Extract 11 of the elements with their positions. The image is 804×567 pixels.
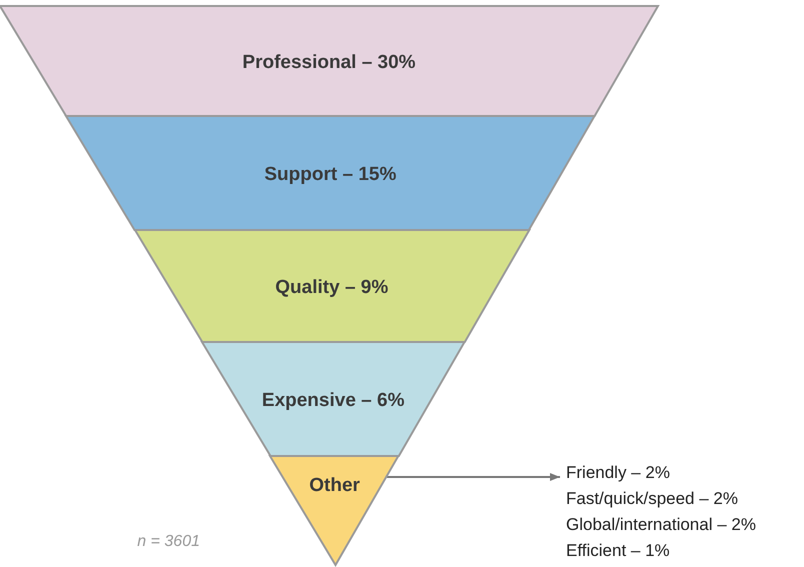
list-item: Fast/quick/speed – 2% — [566, 488, 739, 510]
list-item: Efficient – 1% — [566, 540, 671, 562]
list-item: Global/international – 2% — [566, 514, 756, 536]
arrow — [386, 473, 560, 481]
band-label: Quality – 9% — [275, 276, 388, 300]
band-label: Other — [309, 474, 360, 498]
list-item: Friendly – 2% — [566, 462, 671, 484]
band-label: Professional – 30% — [242, 51, 416, 75]
band-label: Expensive – 6% — [262, 389, 404, 413]
band-label: Support – 15% — [264, 163, 396, 187]
sample-note: n = 3601 — [137, 532, 200, 552]
